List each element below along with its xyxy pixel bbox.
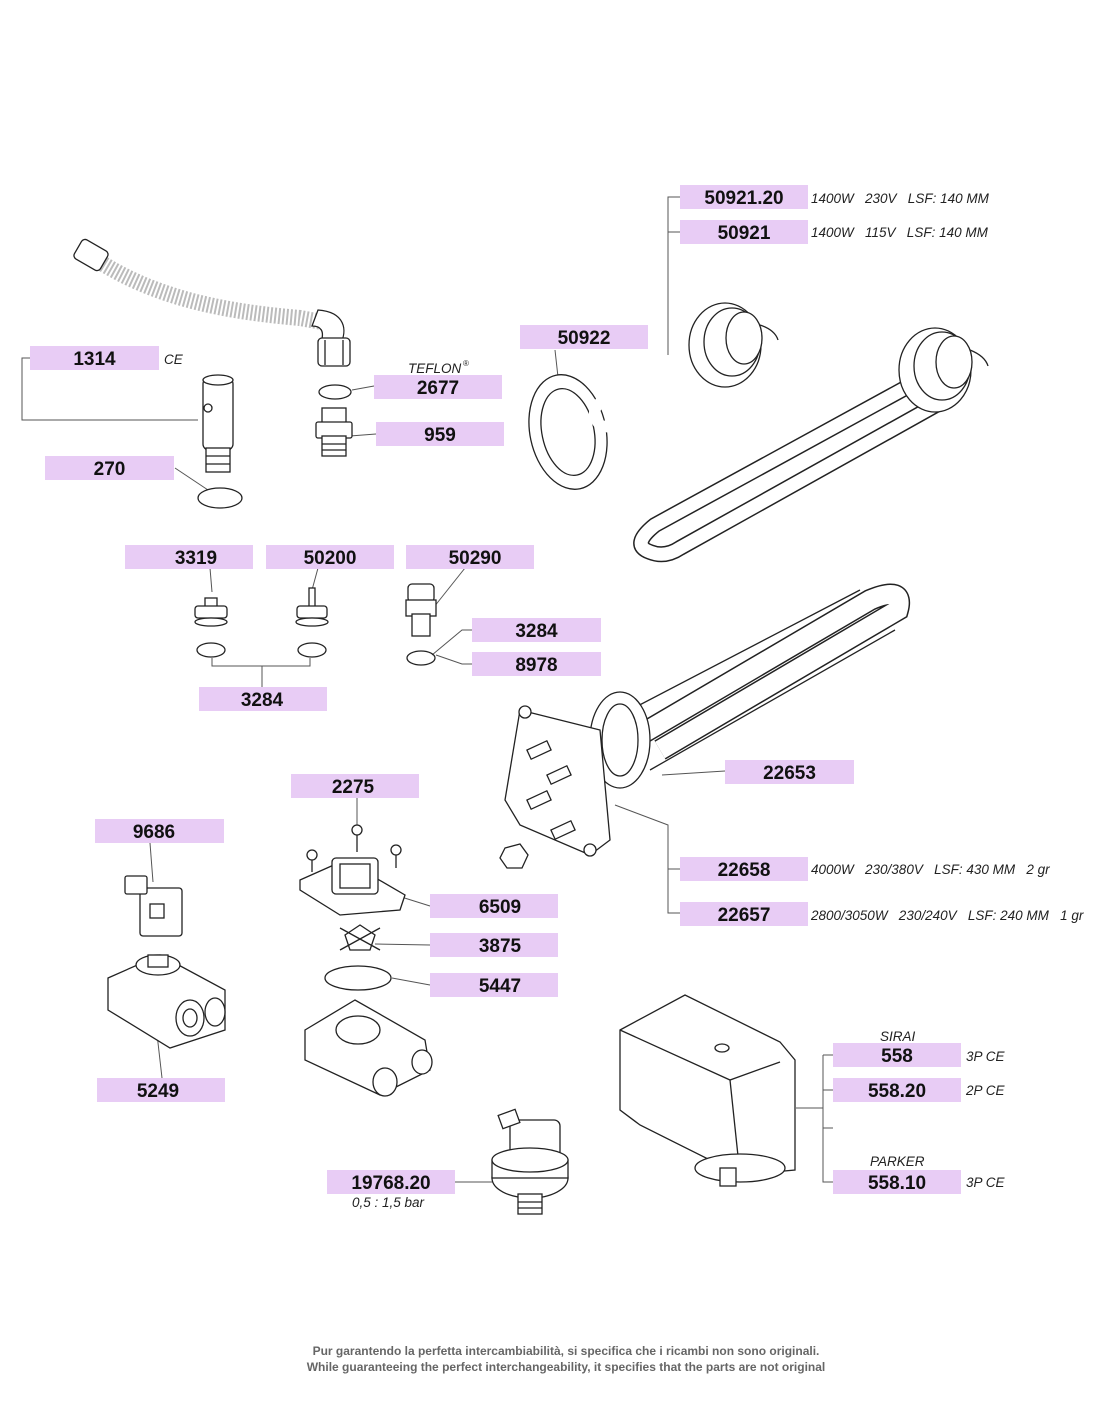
part-label-959[interactable]: 959 <box>376 422 504 446</box>
footer-line-english: While guaranteeing the perfect interchan… <box>307 1360 826 1374</box>
footer-line-italian: Pur garantendo la perfetta intercambiabi… <box>313 1344 820 1358</box>
part-label-558[interactable]: 558 <box>833 1043 961 1067</box>
gasket-drawing <box>528 374 608 490</box>
part-label-2677[interactable]: 2677 <box>374 375 502 399</box>
svg-text:959: 959 <box>424 425 456 446</box>
part-label-22658[interactable]: 22658 <box>680 857 808 881</box>
svg-text:558.20: 558.20 <box>868 1081 926 1102</box>
svg-text:5249: 5249 <box>137 1081 179 1102</box>
svg-text:22657: 22657 <box>718 905 771 926</box>
footer-disclaimer: Pur garantendo la perfetta intercambiabi… <box>307 1344 826 1374</box>
note-teflon: TEFLON <box>408 361 462 376</box>
spec-22657: 2800/3050W 230/240V LSF: 240 MM 1 gr <box>810 908 1084 923</box>
part-label-558-20[interactable]: 558.20 <box>833 1078 961 1102</box>
note-registered: ® <box>463 359 469 368</box>
part-label-5249[interactable]: 5249 <box>97 1078 225 1102</box>
part-label-8978[interactable]: 8978 <box>472 652 601 676</box>
svg-text:2275: 2275 <box>332 777 375 798</box>
svg-text:50922: 50922 <box>558 328 611 349</box>
svg-text:2677: 2677 <box>417 378 459 399</box>
svg-text:9686: 9686 <box>133 822 175 843</box>
svg-text:8978: 8978 <box>515 655 557 676</box>
heating-element-long-drawing <box>633 327 989 563</box>
part-label-50922[interactable]: 50922 <box>520 325 648 349</box>
svg-text:50921: 50921 <box>718 223 771 244</box>
svg-text:1314: 1314 <box>73 349 116 370</box>
part-label-50921-20[interactable]: 50921.20 <box>680 185 808 209</box>
spec-558-10: 3P CE <box>966 1175 1006 1190</box>
svg-text:50200: 50200 <box>304 548 357 569</box>
svg-text:19768.20: 19768.20 <box>351 1173 430 1194</box>
heating-element-large-drawing <box>499 583 911 869</box>
flowmeter-exploded-drawing <box>299 824 433 1097</box>
svg-text:558: 558 <box>881 1046 913 1067</box>
svg-text:3319: 3319 <box>175 548 217 569</box>
brand-parker: PARKER <box>870 1154 925 1169</box>
svg-text:22653: 22653 <box>763 763 816 784</box>
heating-element-small-drawing <box>588 302 779 433</box>
part-label-22653[interactable]: 22653 <box>725 760 854 784</box>
spec-50921-20: 1400W 230V LSF: 140 MM <box>811 191 990 206</box>
svg-text:50921.20: 50921.20 <box>704 188 783 209</box>
pressure-switch-drawing <box>491 1108 569 1215</box>
part-label-50290[interactable]: 50290 <box>406 545 534 569</box>
valve-drawing <box>197 374 243 509</box>
part-label-3284-bottom[interactable]: 3284 <box>199 687 327 711</box>
svg-text:558.10: 558.10 <box>868 1173 926 1194</box>
svg-text:50290: 50290 <box>449 548 502 569</box>
brand-sirai: SIRAI <box>880 1029 916 1044</box>
spec-558: 3P CE <box>966 1049 1006 1064</box>
part-label-3284-right[interactable]: 3284 <box>472 618 601 642</box>
svg-text:3875: 3875 <box>479 936 522 957</box>
spec-22658: 4000W 230/380V LSF: 430 MM 2 gr <box>811 862 1050 877</box>
part-label-9686[interactable]: 9686 <box>95 819 224 843</box>
part-label-6509[interactable]: 6509 <box>430 894 558 918</box>
jets-drawing <box>194 583 437 666</box>
part-label-22657[interactable]: 22657 <box>680 902 808 926</box>
part-label-50921[interactable]: 50921 <box>680 220 808 244</box>
part-label-558-10[interactable]: 558.10 <box>833 1170 961 1194</box>
part-label-2275[interactable]: 2275 <box>291 774 419 798</box>
pressure-range: 0,5 : 1,5 bar <box>352 1195 425 1210</box>
note-ce: CE <box>164 352 184 367</box>
part-label-3319[interactable]: 3319 <box>125 545 253 569</box>
flowmeter-drawing <box>107 875 226 1049</box>
pressostat-drawing <box>619 994 796 1187</box>
part-label-270[interactable]: 270 <box>45 456 174 480</box>
part-label-50200[interactable]: 50200 <box>266 545 394 569</box>
part-notes: CE TEFLON ® 1400W 230V LSF: 140 MM 1400W… <box>164 191 1084 1210</box>
spec-558-20: 2P CE <box>965 1083 1006 1098</box>
svg-text:5447: 5447 <box>479 976 521 997</box>
svg-text:6509: 6509 <box>479 897 521 918</box>
braided-hose-drawing <box>73 238 351 367</box>
part-labels: 1314 270 2677 959 50922 50921.20 50921 3… <box>30 185 961 1194</box>
spec-50921: 1400W 115V LSF: 140 MM <box>811 225 989 240</box>
leader-lines <box>21 196 833 1183</box>
part-label-3875[interactable]: 3875 <box>430 933 558 957</box>
svg-text:3284: 3284 <box>241 690 284 711</box>
part-label-1314[interactable]: 1314 <box>30 346 159 370</box>
svg-text:270: 270 <box>94 459 126 480</box>
svg-text:3284: 3284 <box>515 621 558 642</box>
fitting-drawing <box>315 384 353 457</box>
svg-text:22658: 22658 <box>718 860 771 881</box>
part-label-5447[interactable]: 5447 <box>430 973 558 997</box>
part-label-19768-20[interactable]: 19768.20 <box>327 1170 455 1194</box>
